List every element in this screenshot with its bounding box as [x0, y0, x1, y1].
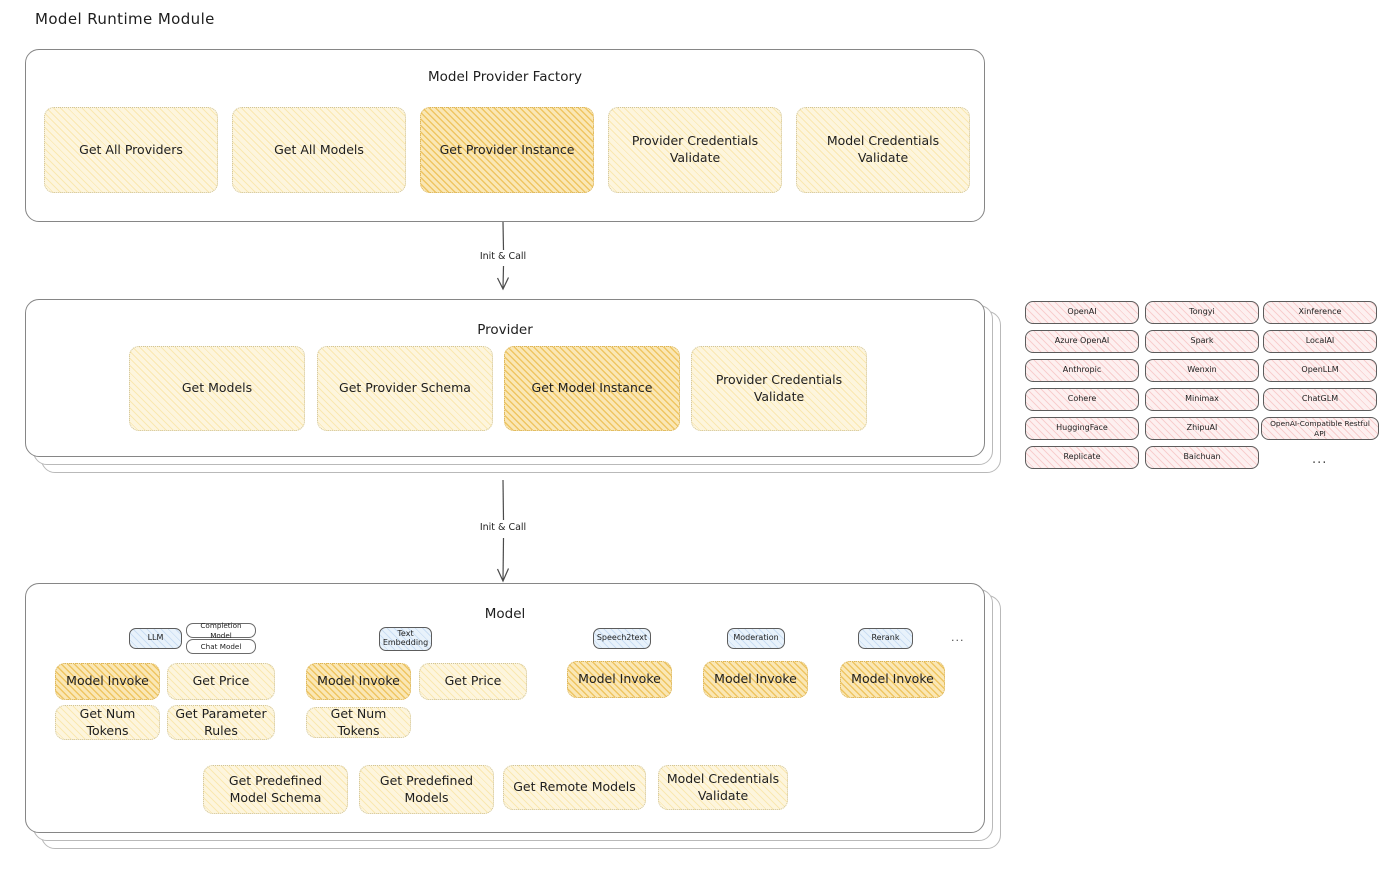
- model-type-text-embedding[interactable]: Text Embedding: [379, 627, 432, 651]
- model-types-more: ...: [951, 631, 965, 644]
- embedding-node-get-num-tokens[interactable]: Get Num Tokens: [306, 706, 411, 738]
- provider-node-get-provider-schema[interactable]: Get Provider Schema: [317, 346, 493, 431]
- factory-title: Model Provider Factory: [427, 69, 582, 85]
- provider-chip-huggingface[interactable]: HuggingFace: [1025, 417, 1139, 440]
- rerank-node-model-invoke[interactable]: Model Invoke: [840, 661, 945, 698]
- provider-node-get-models[interactable]: Get Models: [129, 346, 305, 431]
- arrow-label-init-call-2: Init & Call: [479, 522, 527, 533]
- provider-title: Provider: [477, 322, 533, 338]
- model-node-get-predefined-models[interactable]: Get Predefined Models: [359, 765, 494, 814]
- provider-list-more: ...: [1312, 452, 1328, 467]
- provider-chip-anthropic[interactable]: Anthropic: [1025, 359, 1139, 382]
- model-title: Model: [484, 606, 526, 622]
- model-type-llm[interactable]: LLM: [129, 628, 182, 649]
- arrow-label-init-call-1: Init & Call: [479, 251, 527, 262]
- provider-chip-openai-compatible-restful-api[interactable]: OpenAI-Compatible Restful API: [1261, 417, 1379, 440]
- factory-node-get-provider-instance[interactable]: Get Provider Instance: [420, 107, 594, 193]
- model-type-moderation[interactable]: Moderation: [727, 628, 785, 649]
- provider-chip-xinference[interactable]: Xinference: [1263, 301, 1377, 324]
- model-subtype-chat-model[interactable]: Chat Model: [186, 639, 256, 654]
- provider-chip-cohere[interactable]: Cohere: [1025, 388, 1139, 411]
- provider-chip-wenxin[interactable]: Wenxin: [1145, 359, 1259, 382]
- provider-chip-minimax[interactable]: Minimax: [1145, 388, 1259, 411]
- model-type-speech2text[interactable]: Speech2text: [593, 628, 651, 649]
- provider-chip-replicate[interactable]: Replicate: [1025, 446, 1139, 469]
- llm-node-model-invoke[interactable]: Model Invoke: [55, 663, 160, 700]
- provider-chip-chatglm[interactable]: ChatGLM: [1263, 388, 1377, 411]
- llm-node-get-num-tokens[interactable]: Get Num Tokens: [55, 705, 160, 740]
- provider-chip-azure-openai[interactable]: Azure OpenAI: [1025, 330, 1139, 353]
- llm-node-get-price[interactable]: Get Price: [167, 663, 275, 700]
- provider-chip-openllm[interactable]: OpenLLM: [1263, 359, 1377, 382]
- model-node-model-credentials-validate[interactable]: Model Credentials Validate: [658, 765, 788, 810]
- factory-node-model-credentials-validate[interactable]: Model Credentials Validate: [796, 107, 970, 193]
- model-node-get-remote-models[interactable]: Get Remote Models: [503, 765, 646, 810]
- provider-node-get-model-instance[interactable]: Get Model Instance: [504, 346, 680, 431]
- embedding-node-get-price[interactable]: Get Price: [419, 663, 527, 700]
- provider-chip-baichuan[interactable]: Baichuan: [1145, 446, 1259, 469]
- provider-node-provider-credentials-validate[interactable]: Provider Credentials Validate: [691, 346, 867, 431]
- provider-chip-localai[interactable]: LocalAI: [1263, 330, 1377, 353]
- page-title: Model Runtime Module: [35, 10, 215, 28]
- factory-node-get-all-providers[interactable]: Get All Providers: [44, 107, 218, 193]
- factory-node-get-all-models[interactable]: Get All Models: [232, 107, 406, 193]
- model-node-get-predefined-model-schema[interactable]: Get Predefined Model Schema: [203, 765, 348, 814]
- moderation-node-model-invoke[interactable]: Model Invoke: [703, 661, 808, 698]
- provider-chip-tongyi[interactable]: Tongyi: [1145, 301, 1259, 324]
- embedding-node-model-invoke[interactable]: Model Invoke: [306, 663, 411, 700]
- model-type-rerank[interactable]: Rerank: [858, 628, 913, 649]
- provider-chip-spark[interactable]: Spark: [1145, 330, 1259, 353]
- provider-chip-openai[interactable]: OpenAI: [1025, 301, 1139, 324]
- factory-node-provider-credentials-validate[interactable]: Provider Credentials Validate: [608, 107, 782, 193]
- provider-chip-zhipuai[interactable]: ZhipuAI: [1145, 417, 1259, 440]
- speech2text-node-model-invoke[interactable]: Model Invoke: [567, 661, 672, 698]
- model-subtype-completion-model[interactable]: Completion Model: [186, 621, 256, 640]
- llm-node-get-parameter-rules[interactable]: Get Parameter Rules: [167, 705, 275, 740]
